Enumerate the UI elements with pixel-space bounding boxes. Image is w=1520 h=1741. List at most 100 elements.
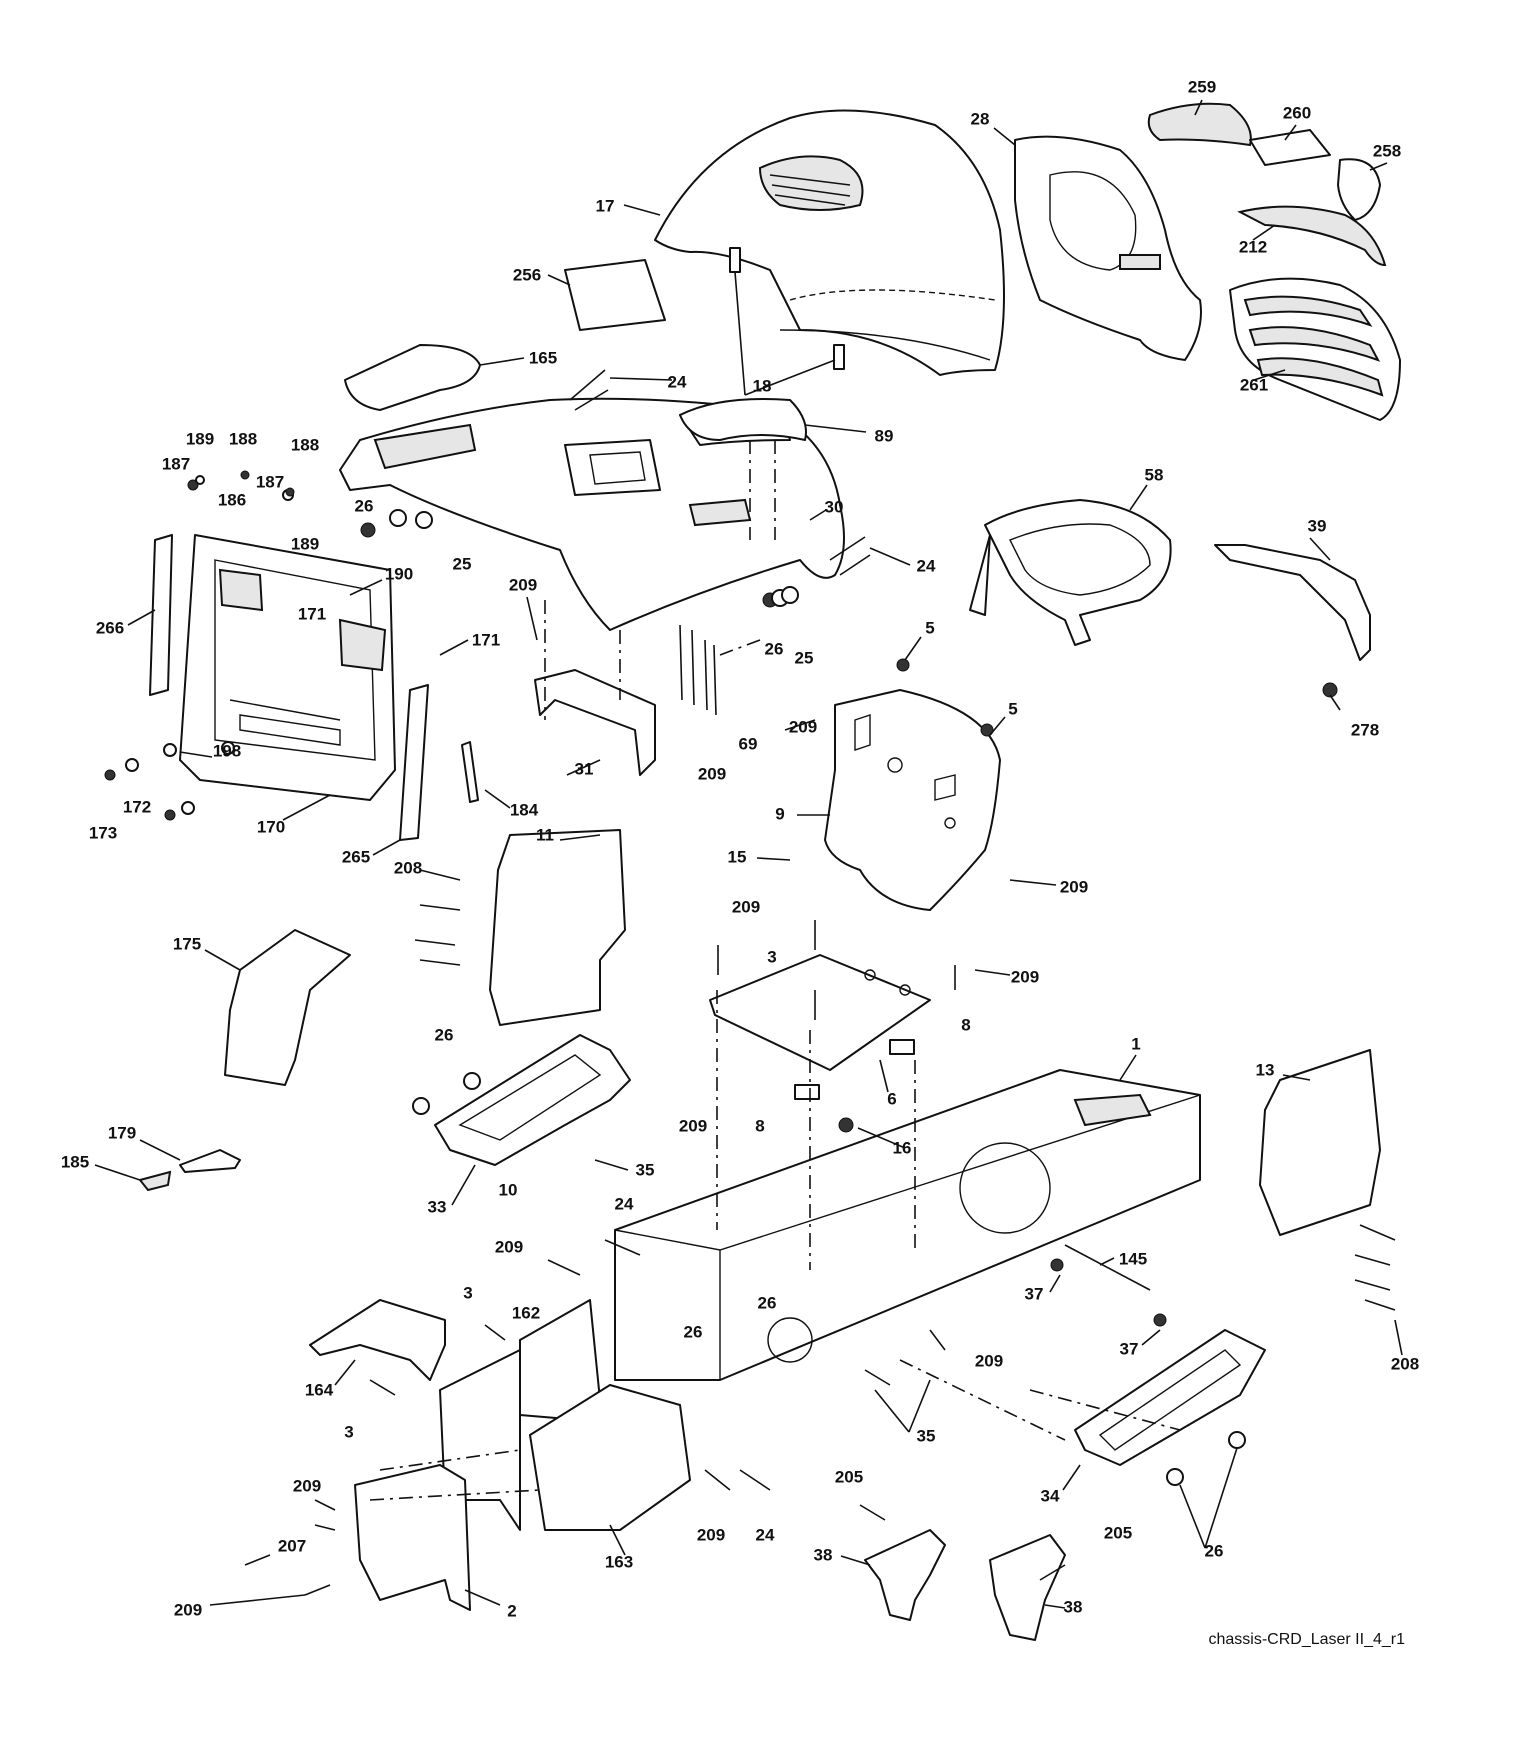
part-165 (344, 344, 481, 411)
callout-34: 34 (1041, 1486, 1060, 1505)
callout-30: 30 (825, 497, 844, 516)
callout-35: 35 (917, 1426, 936, 1445)
callout-17: 17 (596, 196, 615, 215)
callout-205: 205 (1104, 1523, 1132, 1542)
callout-3: 3 (344, 1422, 353, 1441)
part-13 (1259, 1049, 1381, 1236)
callout-26: 26 (1205, 1541, 1224, 1560)
callout-212: 212 (1239, 237, 1267, 256)
part-5-b (980, 723, 994, 737)
fasteners-top-left (104, 470, 295, 821)
part-259 (1147, 102, 1252, 147)
part-grille-housing (1014, 135, 1202, 361)
part-hood (654, 109, 1005, 376)
callout-209: 209 (495, 1237, 523, 1256)
callout-179: 179 (108, 1123, 136, 1142)
callout-24: 24 (668, 372, 687, 391)
part-main-frame (614, 1069, 1201, 1381)
part-39 (1214, 544, 1371, 661)
callout-184: 184 (510, 800, 539, 819)
bolts-208-right (1354, 1224, 1396, 1311)
part-278 (1322, 682, 1338, 698)
part-31 (534, 669, 656, 776)
callout-24: 24 (756, 1525, 775, 1544)
assembly-lines (369, 440, 1181, 1501)
callout-205: 205 (835, 1467, 863, 1486)
callout-26: 26 (765, 639, 784, 658)
callout-171: 171 (472, 630, 500, 649)
part-37-a (1050, 1258, 1064, 1272)
callout-173: 173 (89, 823, 117, 842)
callout-37: 37 (1120, 1339, 1139, 1358)
part-212 (1237, 205, 1387, 267)
part-163 (529, 1384, 691, 1531)
bolts-24 (569, 369, 871, 576)
callout-5: 5 (1008, 699, 1017, 718)
callout-162: 162 (512, 1303, 540, 1322)
nut-26-a (463, 1072, 481, 1090)
callout-26: 26 (435, 1025, 454, 1044)
callout-187: 187 (256, 472, 284, 491)
callout-198: 198 (213, 741, 241, 760)
part-33 (434, 1034, 631, 1166)
callout-16: 16 (893, 1138, 912, 1157)
callout-25: 25 (453, 554, 472, 573)
callout-186: 186 (218, 490, 246, 509)
part-179 (179, 1149, 241, 1173)
leader-lines (94, 99, 1403, 1609)
part-front-panel (179, 534, 396, 801)
callout-209: 209 (697, 1525, 725, 1544)
callout-26: 26 (684, 1322, 703, 1341)
part-261 (1229, 277, 1401, 421)
callout-172: 172 (123, 797, 151, 816)
callout-188: 188 (229, 429, 257, 448)
callout-188: 188 (291, 435, 319, 454)
callout-15: 15 (728, 847, 747, 866)
part-9 (824, 689, 1001, 911)
callout-10: 10 (499, 1180, 518, 1199)
part-266 (149, 534, 173, 696)
part-8-b (794, 1084, 820, 1100)
callout-175: 175 (173, 934, 201, 953)
bolts-209-3 (717, 920, 956, 1020)
callout-260: 260 (1283, 103, 1311, 122)
callout-209: 209 (509, 575, 537, 594)
callout-209: 209 (679, 1116, 707, 1135)
callout-31: 31 (575, 759, 594, 778)
callout-259: 259 (1188, 77, 1216, 96)
bolts-208-left (414, 869, 461, 966)
callout-33: 33 (428, 1197, 447, 1216)
bolts-misc (244, 1239, 1066, 1596)
part-8-a (889, 1039, 915, 1055)
bolts-69 (679, 624, 717, 716)
callout-209: 209 (1011, 967, 1039, 986)
drawing-id: chassis-CRD_Laser II_4_r1 (1208, 1631, 1405, 1648)
callout-35: 35 (636, 1160, 655, 1179)
callout-8: 8 (961, 1015, 970, 1034)
callout-24: 24 (917, 556, 936, 575)
callout-2: 2 (507, 1601, 516, 1620)
part-164 (309, 1299, 446, 1381)
callout-189: 189 (291, 534, 319, 553)
nut-26-b (412, 1097, 430, 1115)
callout-265: 265 (342, 847, 370, 866)
callout-278: 278 (1351, 720, 1379, 739)
callout-13: 13 (1256, 1060, 1275, 1079)
callout-39: 39 (1308, 516, 1327, 535)
callout-187: 187 (162, 454, 190, 473)
callout-207: 207 (278, 1536, 306, 1555)
part-260 (1249, 129, 1331, 166)
part-34 (1074, 1329, 1266, 1466)
part-38-right (989, 1534, 1066, 1641)
part-184 (461, 741, 479, 803)
part-175 (224, 929, 351, 1086)
callout-26: 26 (355, 496, 374, 515)
callout-3: 3 (767, 947, 776, 966)
callout-38: 38 (1064, 1597, 1083, 1616)
part-145 (1064, 1244, 1151, 1291)
callout-209: 209 (1060, 877, 1088, 896)
callout-69: 69 (739, 734, 758, 753)
callout-266: 266 (96, 618, 124, 637)
part-5-a (896, 658, 910, 672)
